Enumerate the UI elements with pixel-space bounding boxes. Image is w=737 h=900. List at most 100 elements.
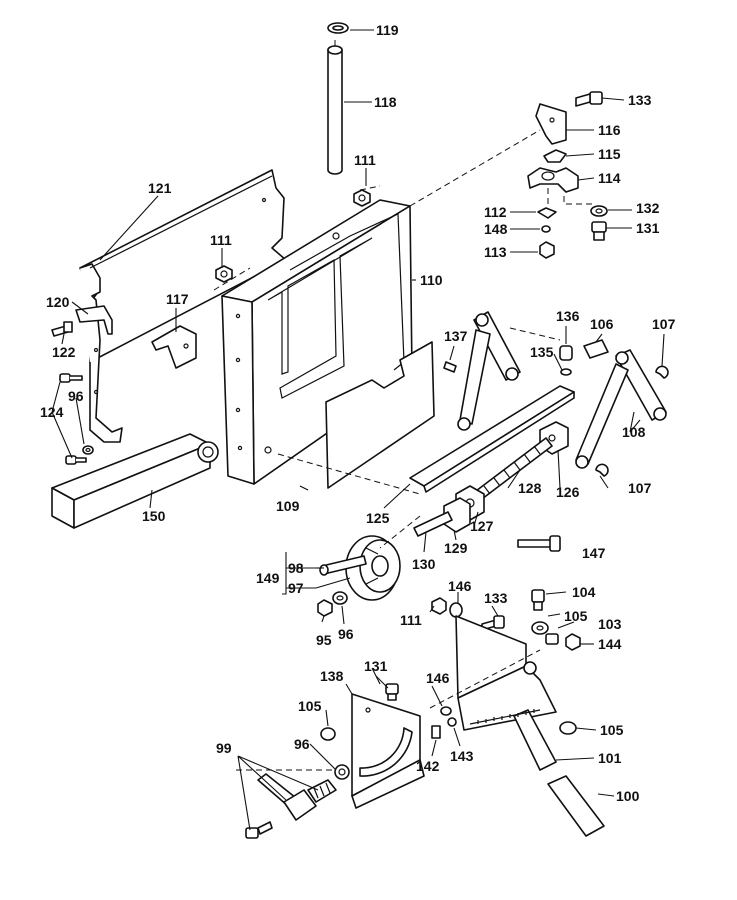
- label-138: 138: [320, 668, 344, 684]
- label-119: 119: [376, 22, 399, 38]
- part-96-washer-center: [332, 591, 348, 605]
- part-150-support-arm: [51, 433, 219, 529]
- label-108: 108: [622, 424, 646, 440]
- label-117: 117: [166, 291, 189, 307]
- part-120-clip: [75, 305, 113, 335]
- label-98: 98: [288, 560, 304, 576]
- part-105-washer-top: [531, 621, 549, 635]
- label-95: 95: [316, 632, 332, 648]
- part-107-clip-upper: [655, 365, 669, 379]
- part-105-washer-left: [320, 727, 336, 741]
- label-120: 120: [46, 294, 70, 310]
- label-130: 130: [412, 556, 436, 572]
- label-125: 125: [366, 510, 390, 526]
- part-119-circlip: [327, 22, 349, 34]
- part-136-pin: [559, 345, 573, 361]
- label-111-top: 111: [354, 152, 376, 168]
- label-137: 137: [444, 328, 468, 344]
- part-146-washer-lower: [440, 706, 452, 716]
- label-111-left: 111: [210, 232, 232, 248]
- label-99: 99: [216, 740, 232, 756]
- label-107-top: 107: [652, 316, 676, 332]
- part-96-washer-lower: [334, 764, 350, 780]
- part-144-nut: [565, 633, 581, 651]
- label-97: 97: [288, 580, 304, 596]
- part-115-clip: [543, 149, 567, 163]
- label-121: 121: [148, 180, 172, 196]
- part-124-screw-upper: [59, 373, 83, 383]
- part-131-bolt-middle: [385, 683, 399, 701]
- part-133-bolt-top: [575, 91, 603, 107]
- label-105-right: 105: [600, 722, 624, 738]
- label-124: 124: [40, 404, 64, 420]
- label-96-left: 96: [68, 388, 84, 404]
- label-104: 104: [572, 584, 596, 600]
- label-148: 148: [484, 221, 508, 237]
- label-147: 147: [582, 545, 606, 561]
- label-129: 129: [444, 540, 468, 556]
- label-118: 118: [374, 94, 397, 110]
- part-100-grip: [547, 775, 605, 837]
- label-96-center: 96: [338, 626, 354, 642]
- part-108-link-right: [575, 349, 667, 469]
- label-106: 106: [590, 316, 614, 332]
- label-105-left: 105: [298, 698, 322, 714]
- part-111-nut-c: [431, 597, 447, 615]
- part-118-rod: [327, 45, 343, 175]
- label-96-lower: 96: [294, 736, 310, 752]
- part-148-washer: [541, 225, 551, 233]
- label-127: 127: [470, 518, 494, 534]
- label-132: 132: [636, 200, 660, 216]
- part-103-screw: [545, 633, 559, 645]
- part-106-sleeve: [583, 339, 609, 359]
- part-142-screw: [431, 725, 441, 739]
- part-138-plate: [351, 693, 425, 809]
- label-122: 122: [52, 344, 76, 360]
- label-111-middle: 111: [400, 612, 422, 628]
- part-124-screw-lower: [65, 455, 87, 465]
- part-137-screw: [443, 361, 457, 373]
- part-105-washer-right: [559, 721, 577, 735]
- label-146-upper: 146: [448, 578, 472, 594]
- part-122-screw: [51, 321, 73, 337]
- label-110: 110: [420, 272, 443, 288]
- label-128: 128: [518, 480, 542, 496]
- part-117-bracket: [151, 325, 197, 369]
- part-130-shaft: [413, 511, 453, 537]
- label-103: 103: [598, 616, 622, 632]
- label-133-middle: 133: [484, 590, 508, 606]
- part-146-washer-upper: [449, 602, 463, 618]
- part-112-square-nut: [537, 207, 557, 219]
- part-108-link-left: [457, 311, 521, 431]
- part-116-bracket: [535, 103, 567, 145]
- label-105-top: 105: [564, 608, 588, 624]
- label-144: 144: [598, 636, 622, 652]
- label-142: 142: [416, 758, 440, 774]
- part-104-bolt: [531, 589, 545, 611]
- part-113-bolt: [539, 241, 555, 259]
- label-100: 100: [616, 788, 640, 804]
- label-126: 126: [556, 484, 580, 500]
- part-96-washer-left: [82, 445, 94, 455]
- label-101: 101: [598, 750, 622, 766]
- label-112: 112: [484, 204, 507, 220]
- label-131-top: 131: [636, 220, 660, 236]
- label-136: 136: [556, 308, 580, 324]
- part-114-clamp: [527, 167, 579, 193]
- label-135: 135: [530, 344, 554, 360]
- label-133-top: 133: [628, 92, 652, 108]
- part-99-screw: [245, 821, 273, 839]
- part-111-nut-a: [215, 265, 233, 283]
- part-132-washer: [590, 205, 608, 217]
- part-95-nut: [317, 599, 333, 617]
- label-116: 116: [598, 122, 621, 138]
- label-146-lower: 146: [426, 670, 450, 686]
- part-111-nut-b: [353, 189, 371, 207]
- part-98-handle: [319, 555, 367, 576]
- part-147-bolt: [517, 535, 561, 552]
- label-107-bottom: 107: [628, 480, 652, 496]
- part-97-handwheel: [345, 535, 401, 601]
- label-115: 115: [598, 146, 621, 162]
